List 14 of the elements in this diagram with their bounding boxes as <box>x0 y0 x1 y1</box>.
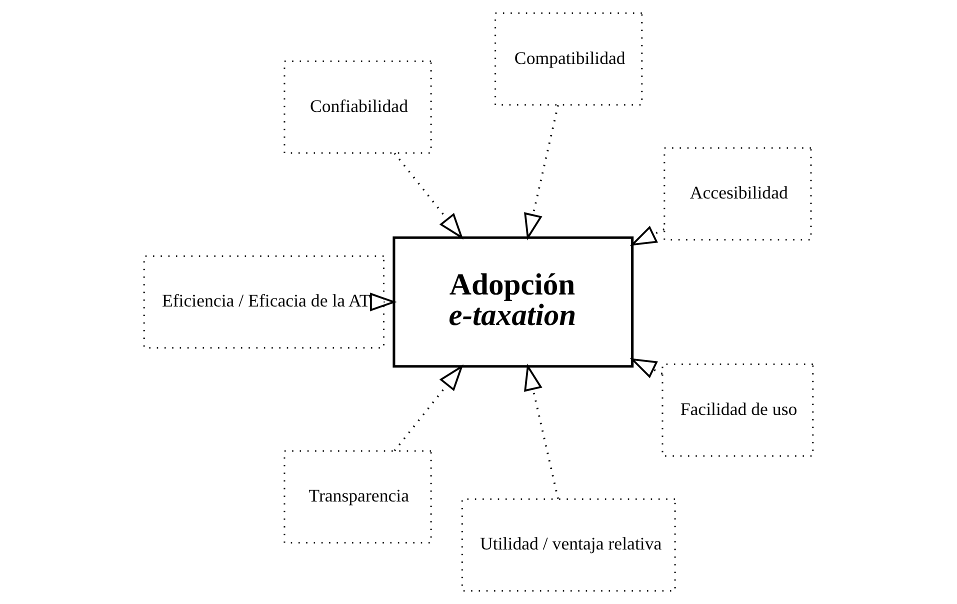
node-box: Confiabilidad <box>284 60 432 154</box>
arrow <box>394 152 464 240</box>
node-box: Compatibilidad <box>494 12 643 106</box>
node-box: Facilidad de uso <box>662 363 814 457</box>
node-box: Adopción e-taxation <box>392 236 634 368</box>
arrow <box>524 364 559 499</box>
arrow <box>630 226 665 246</box>
node-box: Utilidad / ventaja relativa <box>461 498 676 592</box>
arrow <box>630 358 663 378</box>
arrow <box>394 364 464 452</box>
arrow <box>524 105 559 240</box>
node-box: Accesibilidad <box>664 147 812 241</box>
arrow <box>370 292 397 312</box>
node-box: Transparencia <box>284 450 432 544</box>
